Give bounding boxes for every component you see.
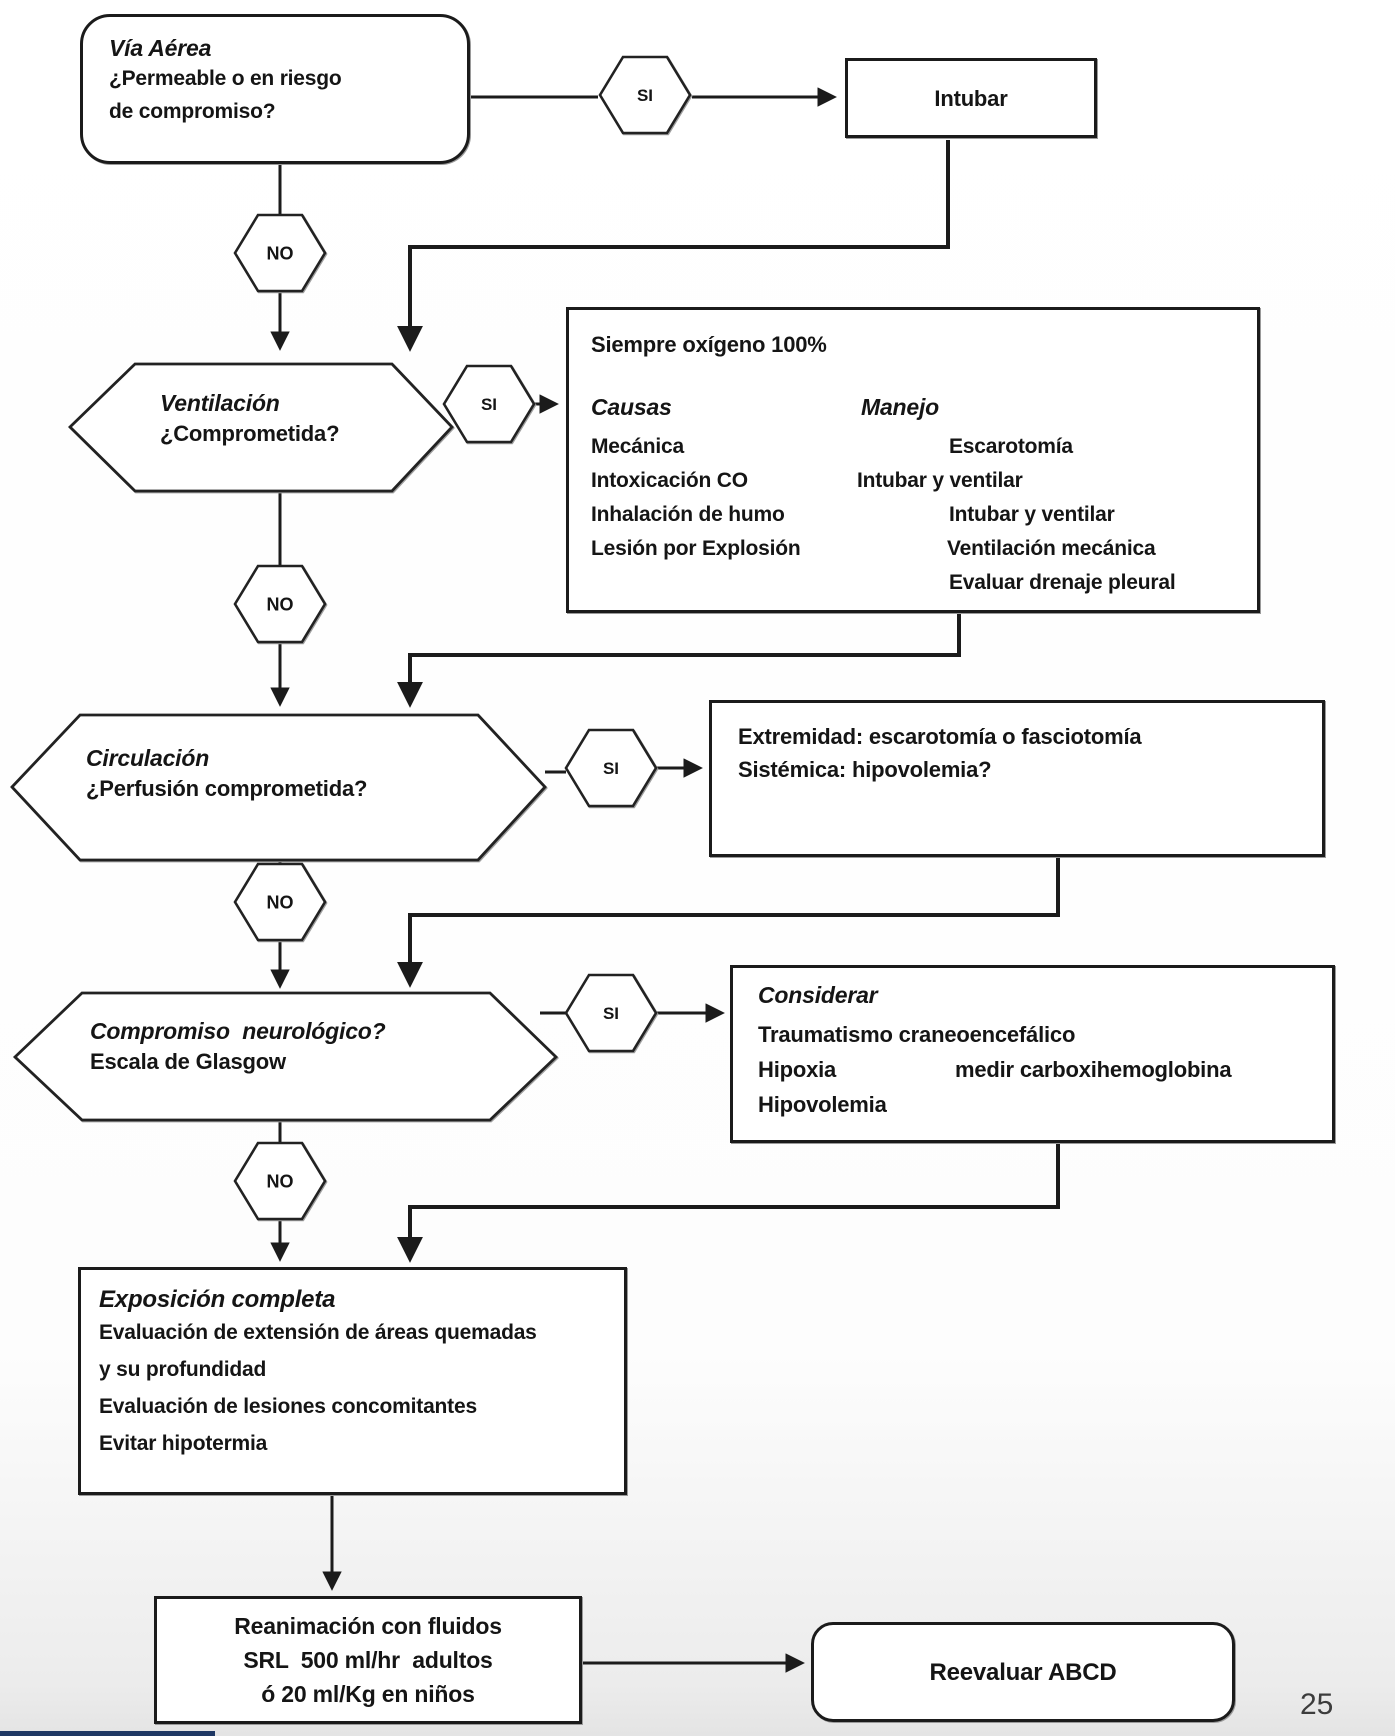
considerar-line1: Traumatismo craneoencefálico [758, 1022, 1076, 1047]
via-aerea-title: Vía Aérea [109, 35, 212, 61]
connector-intubar-ventilacion [397, 140, 950, 352]
via-aerea-line1: ¿Permeable o en riesgo [109, 67, 342, 90]
intubar-label: Intubar [934, 85, 1008, 111]
connector-extremidad-compromiso [397, 857, 1060, 988]
causa-item: Inhalación de humo [591, 503, 785, 526]
node-exposicion: Exposición completa Evaluación de extens… [78, 1267, 627, 1495]
manejo-item: Ventilación mecánica [947, 537, 1156, 560]
exposicion-line: Evaluación de lesiones concomitantes [99, 1395, 477, 1418]
no-hexagon-circulation [233, 862, 327, 942]
causa-item: Lesión por Explosión [591, 537, 801, 560]
no-label-neuro: NO [266, 1171, 294, 1192]
ventilacion-hexagon [67, 362, 454, 493]
manejo-item: Intubar y ventilar [949, 503, 1115, 526]
manejo-item: Evaluar drenaje pleural [949, 571, 1176, 594]
reanimacion-line: Reanimación con fluidos [234, 1613, 502, 1639]
si-label-airway: SI [636, 86, 654, 105]
considerar-title: Considerar [758, 982, 878, 1008]
no-label-airway: NO [266, 243, 294, 264]
ventilacion-question: ¿Comprometida? [160, 421, 340, 446]
si-hexagon-airway [598, 55, 692, 135]
circulacion-title: Circulación [86, 745, 210, 771]
considerar-line2b: medir carboxihemoglobina [955, 1057, 1232, 1082]
node-reanimacion: Reanimación con fluidos SRL 500 ml/hr ad… [154, 1596, 582, 1724]
si-label-circulation: SI [602, 759, 620, 778]
causa-item: Intoxicación CO [591, 469, 748, 492]
si-hexagon-neuro [564, 973, 658, 1053]
neurologico-title: Compromiso neurológico? [90, 1018, 386, 1044]
no-label-circulation: NO [266, 892, 294, 913]
node-via-aerea: Vía Aérea ¿Permeable o en riesgo de comp… [80, 14, 470, 164]
no-hexagon-neuro [233, 1141, 327, 1221]
extremidad-line2: Sistémica: hipovolemia? [738, 757, 992, 782]
exposicion-line: y su profundidad [99, 1358, 267, 1381]
oxigeno-header: Siempre oxígeno 100% [591, 332, 827, 357]
oxigeno-manejo-title: Manejo [861, 394, 940, 420]
connector-considerar-exposicion [397, 1143, 1060, 1263]
neurologico-subtitle: Escala de Glasgow [90, 1049, 286, 1074]
si-label-neuro: SI [602, 1004, 620, 1023]
no-label-ventilation: NO [266, 594, 294, 615]
considerar-line2a: Hipoxia [758, 1057, 837, 1082]
oxigeno-causas-title: Causas [591, 394, 672, 420]
si-hexagon-circulation [564, 728, 658, 808]
considerar-line3: Hipovolemia [758, 1092, 887, 1117]
page-number: 25 [1300, 1688, 1334, 1721]
node-reevaluar: Reevaluar ABCD [811, 1622, 1235, 1722]
node-considerar: Considerar Traumatismo craneoencefálico … [730, 965, 1335, 1143]
ventilacion-title: Ventilación [160, 390, 280, 416]
manejo-item: Escarotomía [949, 435, 1073, 458]
circulacion-hexagon [10, 713, 547, 862]
node-extremidad: Extremidad: escarotomía o fasciotomía Si… [709, 700, 1325, 857]
manejo-item: Intubar y ventilar [857, 469, 1023, 492]
extremidad-line1: Extremidad: escarotomía o fasciotomía [738, 724, 1142, 749]
si-hexagon-ventilation [442, 364, 536, 444]
reevaluar-label: Reevaluar ABCD [929, 1658, 1117, 1686]
causa-item: Mecánica [591, 435, 684, 458]
neurologico-hexagon [12, 991, 559, 1122]
no-hexagon-ventilation [233, 564, 327, 644]
node-oxigeno: Siempre oxígeno 100% Causas Manejo Mecán… [566, 307, 1260, 613]
bottom-accent-bar [0, 1731, 215, 1736]
node-intubar: Intubar [845, 58, 1097, 138]
exposicion-title: Exposición completa [99, 1286, 336, 1313]
connector-oxigeno-circulacion [397, 613, 961, 708]
exposicion-line: Evaluación de extensión de áreas quemada… [99, 1321, 537, 1344]
reanimacion-line: SRL 500 ml/hr adultos [243, 1647, 493, 1673]
circulacion-question: ¿Perfusión comprometida? [86, 776, 368, 801]
reanimacion-line: ó 20 ml/Kg en niños [261, 1681, 475, 1707]
via-aerea-line2: de compromiso? [109, 100, 276, 123]
node-neurologico-text: Compromiso neurológico? Escala de Glasgo… [90, 1018, 386, 1078]
node-ventilacion-text: Ventilación ¿Comprometida? [160, 390, 340, 450]
no-hexagon-airway [233, 213, 327, 293]
exposicion-line: Evitar hipotermia [99, 1432, 268, 1455]
node-circulacion-text: Circulación ¿Perfusión comprometida? [86, 745, 367, 805]
si-label-ventilation: SI [480, 395, 498, 414]
